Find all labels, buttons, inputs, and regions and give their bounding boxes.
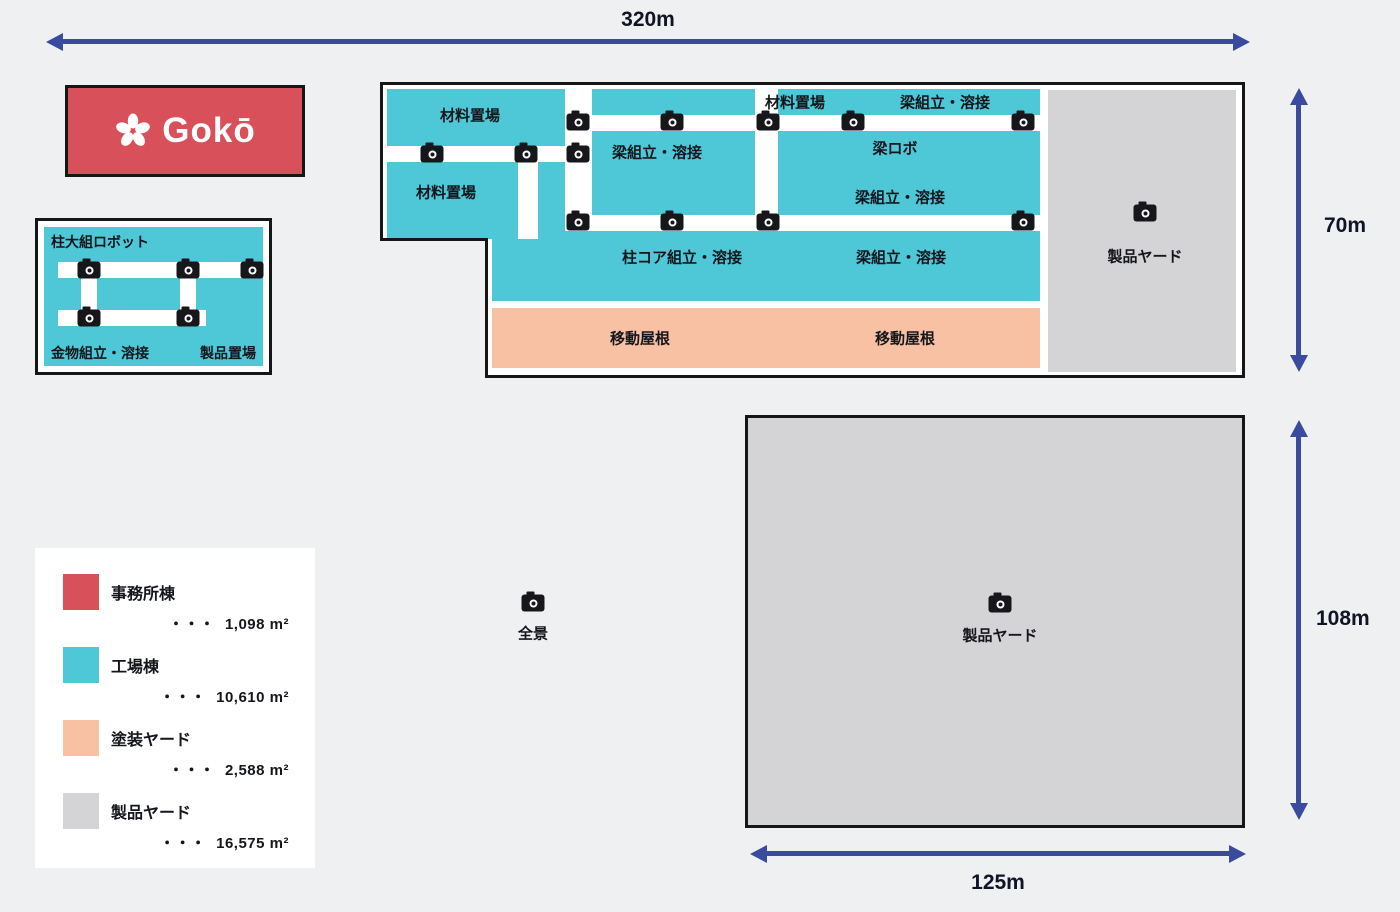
product-storage-label: 製品置場: [200, 345, 256, 361]
legend-label: 事務所棟: [111, 586, 176, 603]
zone-label-material-storage-1: 材料置場: [439, 107, 501, 125]
camera-icon[interactable]: [1011, 210, 1035, 231]
main-factory-building: 材料置場 材料置場 梁組立・溶接 材料置場 梁組立・溶接 梁ロボ 梁組立・溶接 …: [380, 82, 1245, 378]
legend-swatch-product-yard: [63, 793, 99, 829]
legend-dots: ・・・: [159, 835, 207, 852]
camera-icon[interactable]: [566, 142, 590, 163]
camera-icon[interactable]: [841, 110, 865, 131]
dimension-arrow-108m: [1289, 420, 1308, 820]
zone-label-material-storage-3: 材料置場: [764, 94, 826, 112]
corridor: [58, 262, 258, 278]
legend-label: 塗装ヤード: [111, 732, 192, 749]
legend-swatch-factory: [63, 647, 99, 683]
legend-area-value: 16,575 m²: [216, 835, 289, 852]
zone-label-beam-assembly-4: 梁組立・溶接: [855, 249, 947, 267]
paint-yard-strip: [492, 308, 1040, 368]
dimension-arrow-70m: [1289, 88, 1308, 372]
camera-icon[interactable]: [988, 592, 1012, 613]
logo-text: Gokō: [162, 111, 256, 150]
legend-item-office: 事務所棟 ・・・ 1,098 m²: [63, 574, 289, 634]
hardware-assembly-label: 金物組立・溶接: [51, 345, 149, 361]
camera-icon[interactable]: [756, 210, 780, 231]
camera-icon[interactable]: [566, 210, 590, 231]
dimension-label-125m: 125m: [971, 871, 1025, 894]
corridor: [592, 215, 1040, 231]
legend-dots: ・・・: [168, 616, 215, 633]
zone-label-beam-robot: 梁ロボ: [872, 140, 918, 158]
moving-roof-label-2: 移動屋根: [874, 330, 936, 348]
camera-icon[interactable]: [660, 110, 684, 131]
product-yard-label-lower: 製品ヤード: [962, 627, 1038, 645]
logo-flower-icon: [116, 113, 151, 146]
camera-icon[interactable]: [1011, 110, 1035, 131]
lower-product-yard: 製品ヤード: [745, 415, 1245, 828]
panorama-label: 全景: [517, 625, 549, 643]
camera-icon[interactable]: [77, 306, 101, 327]
corridor: [387, 146, 565, 162]
corridor: [518, 162, 538, 239]
logo: Gokō: [65, 85, 305, 177]
legend: 事務所棟 ・・・ 1,098 m² 工場棟 ・・・ 10,610 m² 塗装ヤード …: [35, 548, 315, 868]
dimension-label-70m: 70m: [1324, 214, 1367, 237]
corridor: [592, 115, 1040, 131]
camera-icon[interactable]: [176, 306, 200, 327]
legend-item-paint-yard: 塗装ヤード ・・・ 2,588 m²: [63, 720, 289, 780]
zone-label-material-storage-2: 材料置場: [415, 184, 477, 202]
legend-area-value: 1,098 m²: [224, 616, 289, 633]
robot-building: 柱大組ロボット 金物組立・溶接 製品置場: [35, 218, 272, 375]
dimension-arrow-125m: [750, 844, 1246, 863]
camera-icon[interactable]: [566, 110, 590, 131]
legend-label: 工場棟: [111, 659, 160, 676]
legend-area-value: 10,610 m²: [216, 689, 289, 706]
camera-icon[interactable]: [420, 142, 444, 163]
legend-dots: ・・・: [159, 689, 207, 706]
dimension-arrow-320m: [46, 32, 1250, 51]
dimension-label-108m: 108m: [1316, 607, 1370, 630]
camera-icon[interactable]: [176, 258, 200, 279]
building-notch: [380, 238, 488, 378]
camera-icon[interactable]: [514, 142, 538, 163]
product-yard-label-upper: 製品ヤード: [1107, 248, 1183, 266]
camera-icon[interactable]: [660, 210, 684, 231]
zone-label-beam-assembly-3: 梁組立・溶接: [854, 189, 946, 207]
camera-icon[interactable]: [77, 258, 101, 279]
legend-item-product-yard: 製品ヤード ・・・ 16,575 m²: [63, 793, 289, 853]
legend-area-value: 2,588 m²: [224, 762, 289, 779]
robot-building-floor: [44, 227, 263, 366]
zone-label-beam-assembly-1: 梁組立・溶接: [611, 144, 703, 162]
factory-floor-bottom: [492, 231, 1040, 301]
zone-label-column-core: 柱コア組立・溶接: [621, 249, 743, 267]
legend-item-factory: 工場棟 ・・・ 10,610 m²: [63, 647, 289, 707]
dimension-label-320m: 320m: [621, 8, 675, 31]
legend-label: 製品ヤード: [111, 805, 192, 822]
camera-icon[interactable]: [240, 258, 264, 279]
robot-building-title: 柱大組ロボット: [51, 234, 149, 250]
camera-icon[interactable]: [756, 110, 780, 131]
moving-roof-label-1: 移動屋根: [609, 330, 671, 348]
zone-label-beam-assembly-2: 梁組立・溶接: [899, 94, 991, 112]
legend-swatch-office: [63, 574, 99, 610]
legend-dots: ・・・: [168, 762, 215, 779]
camera-icon[interactable]: [1133, 201, 1157, 222]
panorama-camera-icon[interactable]: [521, 591, 545, 612]
legend-swatch-paint-yard: [63, 720, 99, 756]
upper-product-yard: [1048, 90, 1236, 372]
